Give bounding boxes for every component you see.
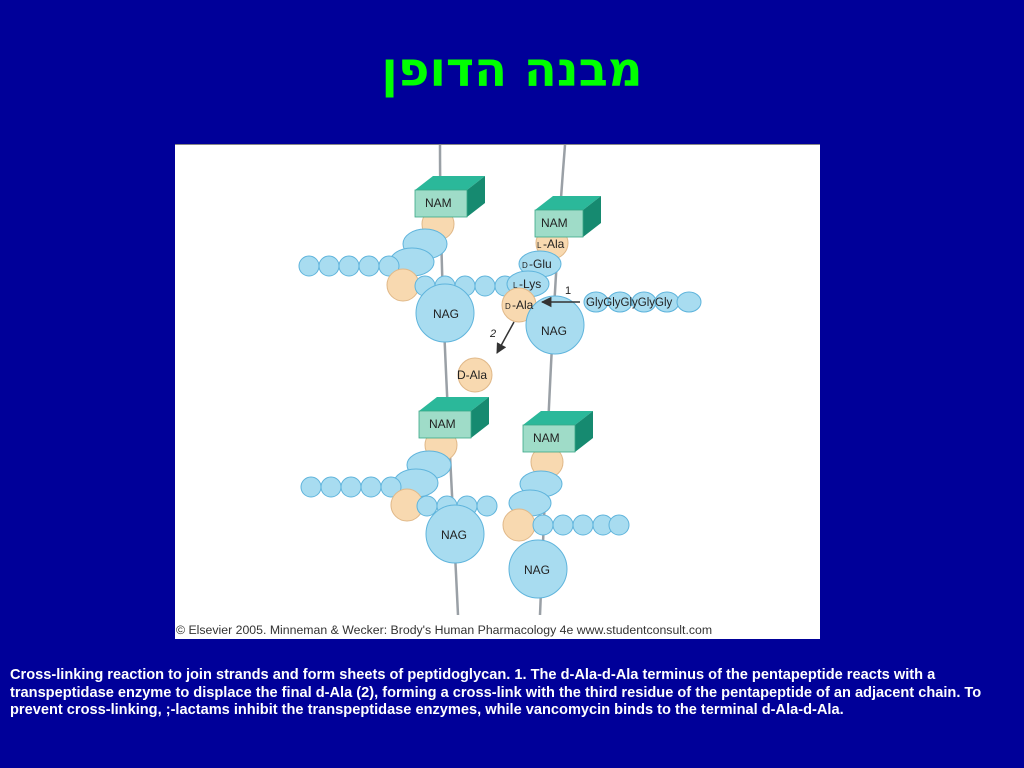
unit-bottom-left: NAG NAM xyxy=(300,397,498,564)
peptide-residue xyxy=(298,255,320,277)
nam-label: NAM xyxy=(533,431,560,445)
nag-sugar xyxy=(525,295,585,355)
nam-box-side xyxy=(471,397,489,438)
peptide-residue xyxy=(608,514,630,536)
d-prefix: D xyxy=(522,261,528,270)
peptide-residue xyxy=(474,275,496,297)
d-ala-label: -Ala xyxy=(512,298,534,312)
nam-sugar xyxy=(522,424,576,453)
nam-box-top xyxy=(535,196,601,210)
peptide-residue xyxy=(380,476,402,498)
d-prefix: D xyxy=(505,302,511,311)
peptide-residue xyxy=(572,514,594,536)
figure-caption: Cross-linking reaction to join strands a… xyxy=(10,667,982,718)
peptide-residue xyxy=(378,255,400,277)
l-ala-label: -Ala xyxy=(543,237,565,251)
pentaglycine-bridge: GlyGlyGlyGlyGly xyxy=(583,291,702,313)
peptide-residue xyxy=(532,514,554,536)
arrow-step-2 xyxy=(496,321,515,354)
gly-chain-label: GlyGlyGlyGlyGly xyxy=(586,297,673,309)
released-d-ala xyxy=(457,357,493,393)
peptide-residue xyxy=(318,255,340,277)
peptide-residue xyxy=(360,476,382,498)
nam-box-side xyxy=(467,176,485,217)
unit-top-right: NAG NAM L -Ala D -Glu L -Lys D -Ala xyxy=(501,196,601,355)
nag-sugar xyxy=(425,504,485,564)
nag-label: NAG xyxy=(541,324,567,338)
nam-label: NAM xyxy=(429,417,456,431)
peptide-residue xyxy=(300,476,322,498)
nam-box-side xyxy=(583,196,601,237)
l-prefix: L xyxy=(513,281,518,290)
slide-title: מבנה הדופן xyxy=(381,42,643,98)
peptide-residue xyxy=(338,255,360,277)
nam-sugar xyxy=(534,209,584,238)
ala-residue xyxy=(386,268,420,302)
nag-label: NAG xyxy=(441,528,467,542)
unit-top-left: NAG NAM xyxy=(298,176,516,343)
peptide-residue xyxy=(340,476,362,498)
copyright-notice: © Elsevier 2005. Minneman & Wecker: Brod… xyxy=(176,623,712,637)
gly-residue xyxy=(676,291,702,313)
d-glu-label: -Glu xyxy=(529,257,552,271)
l-prefix: L xyxy=(537,241,542,250)
nam-label: NAM xyxy=(425,196,452,210)
nag-label: NAG xyxy=(433,307,459,321)
peptide-residue xyxy=(358,255,380,277)
unit-bottom-right: NAG NAM xyxy=(502,411,630,599)
nam-box-side xyxy=(575,411,593,452)
nag-sugar xyxy=(508,539,568,599)
nam-sugar xyxy=(414,189,468,218)
nag-label: NAG xyxy=(524,563,550,577)
peptidoglycan-figure: .ln { fill: none; stroke: #9aa0a6; strok… xyxy=(175,144,820,639)
nam-sugar xyxy=(418,410,472,439)
ala-residue xyxy=(502,508,536,542)
released-d-ala-label: D-Ala xyxy=(457,368,487,382)
l-lys-label: -Lys xyxy=(519,277,541,291)
step-1-label: 1 xyxy=(565,285,571,297)
nam-box-top xyxy=(419,397,489,411)
nam-label: NAM xyxy=(541,216,568,230)
nam-box-top xyxy=(523,411,593,425)
peptide-residue xyxy=(320,476,342,498)
peptide-residue xyxy=(476,495,498,517)
nam-box-top xyxy=(415,176,485,190)
peptide-residue xyxy=(552,514,574,536)
nag-sugar xyxy=(415,283,475,343)
step-2-label: 2 xyxy=(489,328,496,340)
peptide-residue xyxy=(416,495,438,517)
